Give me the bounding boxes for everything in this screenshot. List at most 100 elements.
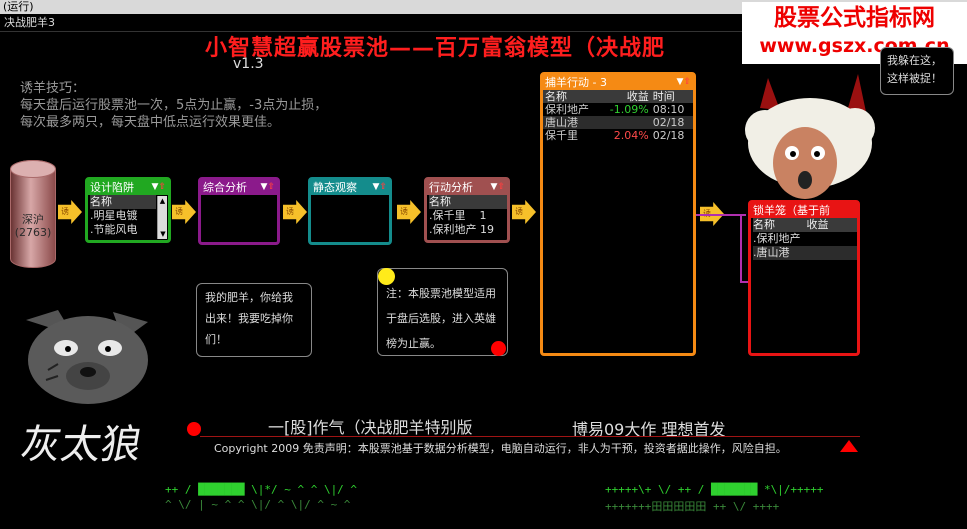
pin-icon[interactable]: ⇧ — [683, 77, 691, 87]
sheep-horn-right — [848, 74, 866, 112]
scrollbar[interactable]: ▲ ▼ — [157, 196, 167, 239]
panel-sheep-cage[interactable]: 锁羊笼（基于前 名称 收益 .保利地产 .唐山港 — [748, 200, 860, 356]
sheep-face — [773, 127, 837, 199]
list-item[interactable]: .唐山港 — [753, 246, 857, 260]
panel-title: 行动分析 — [429, 181, 473, 194]
cylinder-label: 深沪 (2763) — [11, 213, 55, 239]
column-header: 名称 — [753, 218, 775, 231]
panel-controls[interactable]: ▼⇧ — [152, 180, 166, 195]
cylinder-top — [10, 160, 56, 178]
tips-block: 诱羊技巧： 每天盘后运行股票池一次，5点为止赢，-3点为止损， 每次最多两只，每… — [20, 80, 327, 131]
stock-time: 08:10 — [652, 103, 685, 116]
dropdown-icon[interactable]: ▼ — [676, 77, 684, 87]
list-item-name: 节能风电 — [93, 223, 138, 236]
table-header-row: 名称 收益 时间 — [543, 90, 693, 103]
flow-arrow-icon: 诱 — [172, 200, 196, 224]
pin-icon[interactable]: ⇧ — [379, 182, 387, 192]
tips-line1: 每天盘后运行股票池一次，5点为止赢，-3点为止损， — [20, 98, 328, 113]
panel-header[interactable]: 行动分析 ▼⇧ — [427, 180, 507, 195]
ticker-line: ^ \/ | ~ ^ ^ \|/ ^ \|/ ^ ~ ^ — [165, 498, 351, 511]
list-item-value: 19 — [480, 223, 494, 236]
panel-controls[interactable]: ▼⇧ — [373, 180, 387, 195]
list-item[interactable]: .节能风电 — [90, 223, 138, 236]
panel-controls[interactable]: ▼⇧ — [261, 180, 275, 195]
catch-table[interactable]: 名称 收益 时间 保利地产 -1.09% 08:10 唐山港 02/18 保千里… — [543, 90, 693, 142]
column-header: 时间 — [650, 90, 693, 103]
flow-connector — [696, 214, 746, 216]
pin-icon[interactable]: ⇧ — [158, 182, 166, 192]
dropdown-icon[interactable]: ▼ — [490, 182, 498, 192]
list-item[interactable]: .明星电镀 — [90, 209, 138, 222]
panel-list[interactable]: 名称 .明星电镀 .节能风电 — [88, 195, 168, 237]
tips-line2: 每次最多两只，每天盘中低点运行效果更佳。 — [20, 115, 281, 130]
speech-bubble-wolf: 我的肥羊，你给我出来！我要吃掉你们！ — [196, 283, 312, 357]
wolf-pupil — [105, 346, 111, 352]
flow-arrow-icon: 诱 — [283, 200, 307, 224]
list-item-name: 保利地产 — [756, 232, 801, 245]
panel-list[interactable]: 名称 .保千里 1 .保利地产 19 — [427, 195, 507, 237]
panel-list[interactable]: 名称 收益 .保利地产 .唐山港 — [751, 218, 857, 260]
stock-name: 保利地产 — [545, 103, 589, 116]
list-item-name: 唐山港 — [756, 246, 790, 259]
wolf-scar — [45, 363, 59, 381]
stock-name: 保千里 — [545, 129, 578, 142]
sheep-pupil — [790, 151, 796, 157]
table-row[interactable]: 保千里 2.04% 02/18 — [543, 129, 693, 142]
ticker-line: +++++++田田田田田 ++ \/ ++++ — [605, 500, 780, 513]
stock-gain: -1.09% — [609, 103, 649, 116]
column-header: 收益 — [806, 218, 829, 231]
panel-header[interactable]: 锁羊笼（基于前 — [751, 203, 857, 218]
column-header-name: 名称 — [429, 195, 507, 209]
stock-pool-cylinder[interactable]: 深沪 (2763) — [10, 160, 56, 268]
list-item[interactable]: .保利地产 19 — [429, 223, 494, 236]
stock-gain: 2.04% — [613, 129, 649, 142]
list-item[interactable]: .保利地产 — [753, 232, 801, 245]
list-item-value: 1 — [479, 209, 487, 222]
version-label: v1.3 — [233, 56, 264, 72]
panel-header[interactable]: 捕羊行动 - 3 ▼⇧ — [543, 75, 693, 90]
list-item-name: 保千里 — [432, 209, 466, 222]
panel-comprehensive-analysis[interactable]: 综合分析 ▼⇧ — [198, 177, 280, 245]
panel-title: 锁羊笼（基于前 — [753, 204, 830, 217]
dropdown-icon[interactable]: ▼ — [260, 182, 268, 192]
sheep-mouth — [798, 171, 812, 189]
scrolling-banner: 一[股]作气（决战肥羊特别版 — [268, 418, 473, 437]
panel-controls[interactable]: ▼⇧ — [491, 180, 505, 195]
stock-gain — [600, 116, 651, 129]
table-row[interactable]: 保利地产 -1.09% 08:10 — [543, 103, 693, 116]
panel-static-observe[interactable]: 静态观察 ▼⇧ — [308, 177, 392, 245]
sheep-horn-left — [760, 78, 780, 110]
ticker-line: ++ / ███████ \|*/ ~ ^ ^ \|/ ^ — [165, 483, 358, 496]
triangle-up-icon[interactable] — [840, 440, 858, 452]
menu-bar[interactable]: (运行) — [0, 0, 967, 14]
panel-controls[interactable]: ▼⇧ — [677, 75, 691, 90]
dropdown-icon[interactable]: ▼ — [372, 182, 380, 192]
list-item-name: 保利地产 — [432, 223, 477, 236]
menu-run[interactable]: (运行) — [3, 0, 34, 13]
list-item-name: 明星电镀 — [93, 209, 138, 222]
dropdown-icon[interactable]: ▼ — [151, 182, 159, 192]
panel-header[interactable]: 设计陷阱 ▼⇧ — [88, 180, 168, 195]
panel-header[interactable]: 综合分析 ▼⇧ — [201, 180, 277, 195]
source-count: (2763) — [14, 226, 52, 239]
scroll-down-icon[interactable]: ▼ — [160, 230, 166, 238]
list-item[interactable]: .保千里 1 — [429, 209, 487, 222]
panel-title: 设计陷阱 — [90, 181, 134, 194]
pin-icon[interactable]: ⇧ — [497, 182, 505, 192]
flow-arrow-icon: 诱 — [58, 200, 82, 224]
stock-name: 唐山港 — [545, 116, 578, 129]
flow-arrow-icon: 诱 — [512, 200, 536, 224]
scroll-up-icon[interactable]: ▲ — [159, 197, 166, 205]
stock-time: 02/18 — [652, 116, 685, 129]
watermark-line1: 股票公式指标网 — [774, 5, 935, 31]
panel-action-analysis[interactable]: 行动分析 ▼⇧ 名称 .保千里 1 .保利地产 19 — [424, 177, 510, 243]
table-row[interactable]: 唐山港 02/18 — [543, 116, 693, 129]
panel-header[interactable]: 静态观察 ▼⇧ — [311, 180, 389, 195]
panel-design-trap[interactable]: 设计陷阱 ▼⇧ 名称 .明星电镀 .节能风电 ▲ ▼ — [85, 177, 171, 243]
sheep-wool-puff — [745, 110, 785, 150]
pin-icon[interactable]: ⇧ — [267, 182, 275, 192]
panel-title: 捕羊行动 - 3 — [545, 76, 607, 89]
panel-catch-action[interactable]: 捕羊行动 - 3 ▼⇧ 名称 收益 时间 保利地产 -1.09% 08:10 唐… — [540, 72, 696, 356]
wolf-pupil — [65, 346, 71, 352]
panel-title: 综合分析 — [203, 181, 247, 194]
